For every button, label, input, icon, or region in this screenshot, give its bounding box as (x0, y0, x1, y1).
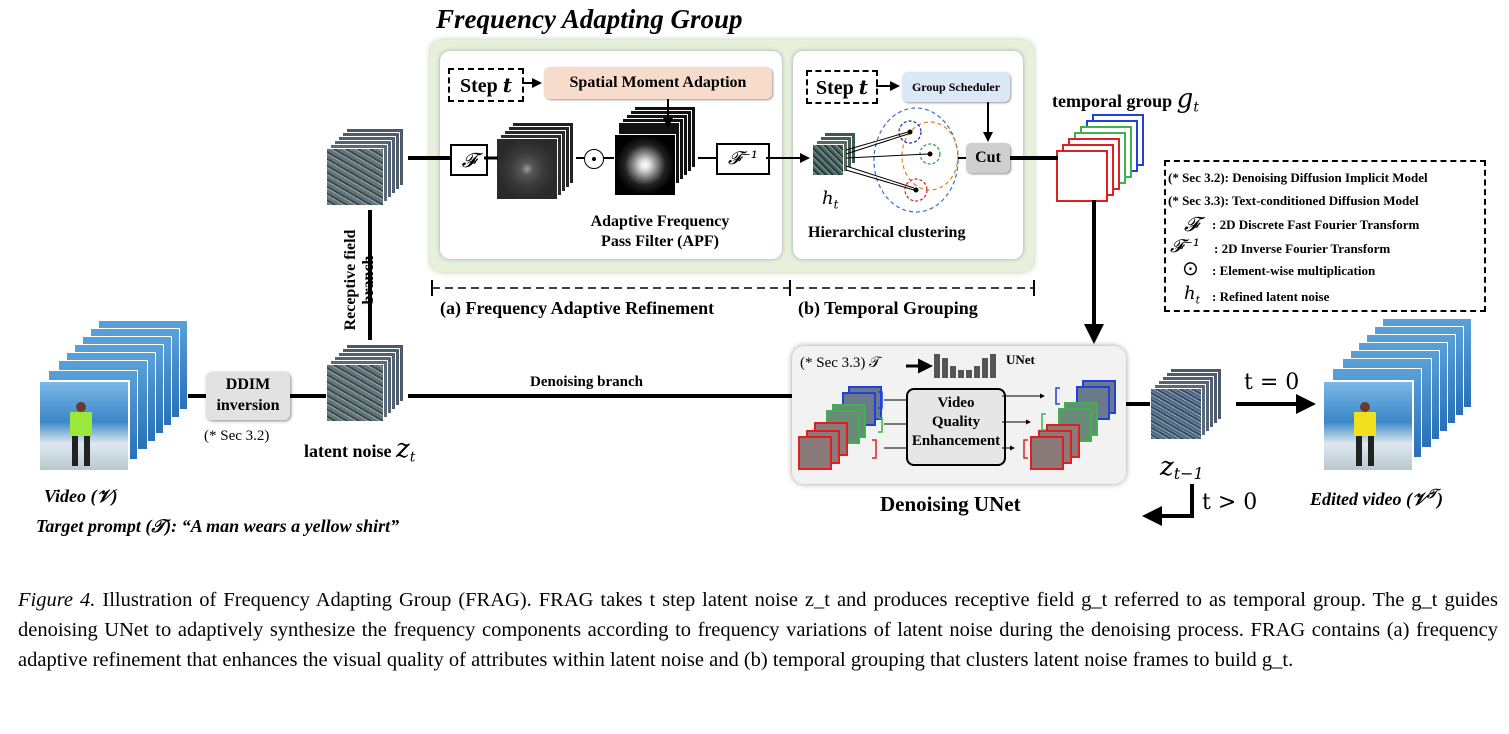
hierarchical-clustering-label: Hierarchical clustering (808, 224, 966, 241)
apf-line2: Pass Filter (APF) (601, 233, 719, 250)
zt1-label: zt−1 (1160, 452, 1204, 484)
section-a-label: (a) Frequency Adaptive Refinement (440, 298, 715, 318)
latent-noise-stack (326, 344, 408, 426)
step-var-b: t (858, 75, 869, 99)
temporal-group-frames (1056, 114, 1146, 204)
temporal-group-label: temporal group gt (1052, 84, 1199, 116)
ht-label: ht (822, 188, 839, 212)
latent-noise-label: latent noise zt (304, 434, 416, 466)
ht-noise-stack (812, 132, 858, 178)
step-label-b: Step (815, 77, 854, 99)
spectrum-stack (496, 122, 576, 202)
video-label: Video (𝒱) (44, 486, 118, 506)
legend-odot-symbol: ⊙ (1182, 256, 1199, 280)
unet-input-frames (796, 386, 896, 470)
vqe-line1: Video (937, 395, 975, 411)
target-prompt-label: Target prompt (𝒯): “A man wears a yellow… (36, 516, 400, 536)
ddim-line2: inversion (216, 397, 280, 414)
apf-line1: Adaptive Frequency (590, 213, 730, 230)
legend-row-1: (* Sec 3.2): Denoising Diffusion Implici… (1168, 170, 1428, 185)
step-label-a: Step (459, 75, 498, 97)
legend-row-4: : 2D Inverse Fourier Transform (1214, 241, 1391, 256)
legend-row-3: : 2D Discrete Fast Fourier Transform (1212, 217, 1420, 232)
legend-box (1164, 160, 1486, 312)
legend-row-2: (* Sec 3.3): Text-conditioned Diffusion … (1168, 193, 1419, 208)
legend-row-5: : Element-wise multiplication (1212, 263, 1376, 278)
apf-filter-stack (614, 106, 698, 202)
t-eq-0-label: t = 0 (1244, 370, 1300, 395)
title: Frequency Adapting Group (436, 4, 743, 34)
spatial-moment-adaption: Spatial Moment Adaption (544, 67, 772, 99)
input-video-stack (38, 320, 188, 475)
legend-ifft-symbol: 𝓕⁻¹ (1170, 236, 1201, 257)
figure-caption: Figure 4. Illustration of Frequency Adap… (18, 585, 1498, 675)
unet-icon (934, 354, 1004, 380)
t-gt-0-label: t > 0 (1202, 490, 1258, 515)
step-t-box-b: Step t (806, 70, 878, 104)
apf-label: Adaptive Frequency Pass Filter (APF) (560, 212, 760, 252)
caption-text: Illustration of Frequency Adapting Group… (18, 589, 1498, 671)
edited-video-stack (1322, 318, 1472, 478)
zt1-noise-stack (1150, 368, 1226, 444)
receptive-noise-stack (326, 128, 408, 210)
vqe-line3: Enhancement (911, 433, 1001, 449)
denoising-branch-label: Denoising branch (530, 374, 643, 390)
ddim-inversion-box: DDIM inversion (206, 372, 290, 420)
caption-fig-label: Figure 4. (18, 589, 96, 611)
group-scheduler: Group Scheduler (902, 72, 1010, 102)
edited-video-label: Edited video (𝒱𝒯) (1310, 486, 1443, 509)
legend-fft-symbol: 𝓕 (1184, 212, 1199, 236)
cut-box: Cut (966, 143, 1010, 173)
ddim-line1: DDIM (225, 376, 271, 393)
video-quality-enhancement-box: Video Quality Enhancement (906, 388, 1006, 466)
denoising-unet-label: Denoising UNet (880, 492, 1021, 516)
step-var-a: t (502, 73, 513, 97)
section-b-label: (b) Temporal Grouping (798, 298, 978, 318)
step-t-box-a: Step t (448, 68, 524, 102)
legend-row-6: : Refined latent noise (1212, 289, 1330, 304)
legend-ht-symbol: ht (1184, 283, 1201, 307)
vqe-line2: Quality (931, 414, 981, 430)
ifft-box: 𝓕⁻¹ (716, 143, 770, 175)
fft-box: 𝓕 (450, 144, 488, 176)
unet-output-frames (1026, 380, 1126, 470)
sec32-label: (* Sec 3.2) (204, 428, 270, 444)
unet-prompt-label: (* Sec 3.3) 𝒯 (800, 355, 881, 371)
unet-label: UNet (1006, 352, 1035, 367)
